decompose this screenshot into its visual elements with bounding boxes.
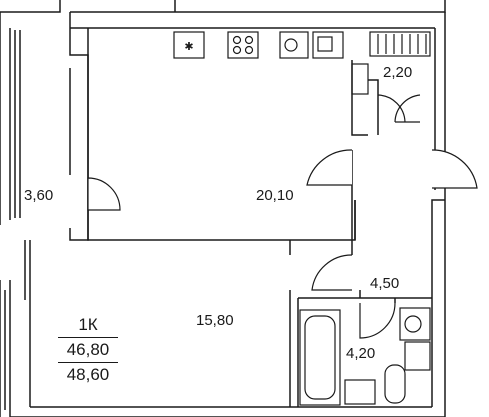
bedroom-partition <box>289 240 299 407</box>
loggia-door <box>87 177 121 211</box>
boiler <box>351 63 369 95</box>
kitchen-wall-left <box>87 28 356 241</box>
loggia-left-wall <box>0 12 11 225</box>
kitchen-living-area-label: 20,10 <box>256 187 294 204</box>
apartment-type: 1К <box>78 315 98 334</box>
outer-wall-right <box>431 28 446 417</box>
bedroom-area-label: 15,80 <box>196 312 234 329</box>
radiator <box>369 31 431 57</box>
wardrobe-area-label: 2,20 <box>383 64 413 81</box>
apartment-summary: 1К 46,80 48,60 <box>58 313 118 387</box>
hall-door-right <box>431 149 478 189</box>
hall-wall <box>354 79 379 240</box>
bathroom-area-label: 4,20 <box>346 345 376 362</box>
bath-cabinet <box>404 341 431 371</box>
outer-wall-bottom <box>10 406 445 417</box>
total-area: 48,60 <box>58 362 118 387</box>
bedroom-left-window <box>0 280 11 417</box>
bedroom-wall-left <box>24 240 31 407</box>
wardrobe-door <box>394 94 421 123</box>
bathroom-door <box>359 302 396 339</box>
kitchen-sink <box>312 31 344 59</box>
living-area: 46,80 <box>58 337 118 362</box>
bathtub <box>299 309 341 406</box>
hall-area-label: 4,50 <box>370 275 400 292</box>
outer-wall-top-left <box>0 0 61 13</box>
bedroom-door <box>311 254 353 291</box>
wardrobe-door-2 <box>377 94 406 123</box>
bathroom-wall-top <box>298 290 432 299</box>
loggia-inner-wall <box>69 12 89 241</box>
svg-text:✱: ✱ <box>184 41 193 53</box>
washing-machine <box>399 307 431 341</box>
washbasin <box>344 379 376 405</box>
toilet <box>384 364 406 404</box>
kitchen-door <box>306 149 353 186</box>
stove <box>227 31 259 59</box>
loggia-window <box>14 30 21 218</box>
fridge <box>173 31 205 59</box>
loggia-area-label: 3,60 <box>24 187 54 204</box>
dishwasher <box>279 31 309 59</box>
outer-wall-top <box>70 0 446 13</box>
